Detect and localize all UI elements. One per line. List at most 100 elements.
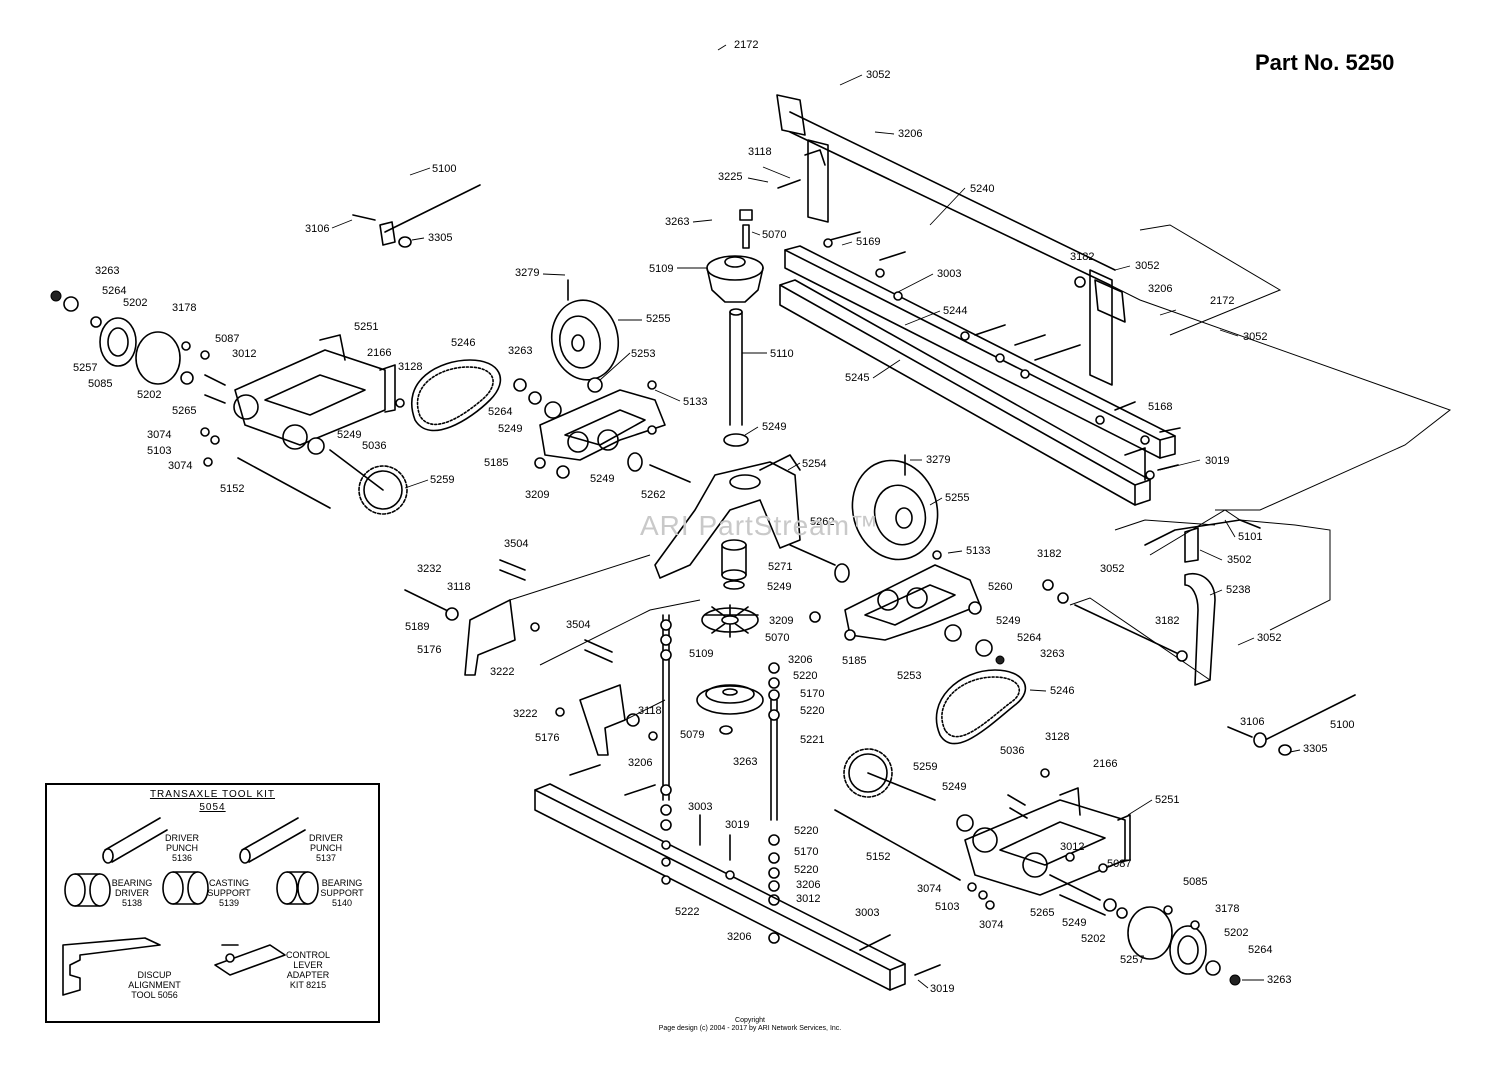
callout-5265: 5265 (172, 405, 196, 417)
callout-5253: 5253 (897, 670, 921, 682)
threaded-rods-5221 (660, 614, 780, 906)
transaxle-tool-kit-box: TRANSAXLE TOOL KIT 5054 DRIVER PUNCH 513… (45, 783, 380, 1023)
callout-5246: 5246 (1050, 685, 1074, 697)
callout-5085: 5085 (88, 378, 112, 390)
pulley-5109-lower (701, 604, 759, 638)
callout-5176: 5176 (535, 732, 559, 744)
label-driver-punch-5136: DRIVER PUNCH 5136 (164, 833, 199, 863)
callout-3263: 3263 (665, 216, 689, 228)
rod-5152-lower (834, 809, 961, 881)
callout-5220: 5220 (800, 705, 824, 717)
callout-3206: 3206 (898, 128, 922, 140)
callout-3263: 3263 (733, 756, 757, 768)
callout-3003: 3003 (937, 268, 961, 280)
callout-3209: 3209 (525, 489, 549, 501)
callout-5085: 5085 (1183, 876, 1207, 888)
callout-5249: 5249 (1062, 917, 1086, 929)
pulley-5079 (696, 684, 764, 735)
callout-5100: 5100 (1330, 719, 1354, 731)
callout-5222: 5222 (675, 906, 699, 918)
hardware-lower-right (956, 768, 1241, 986)
callout-3118: 3118 (748, 146, 772, 158)
callout-5087: 5087 (1107, 858, 1131, 870)
callout-5070: 5070 (762, 229, 786, 241)
pin-5070-upper (739, 209, 753, 249)
callout-5249: 5249 (996, 615, 1020, 627)
callout-3128: 3128 (398, 361, 422, 373)
callout-5264: 5264 (102, 285, 126, 297)
callout-5152: 5152 (220, 483, 244, 495)
callout-5170: 5170 (800, 688, 824, 700)
callout-5202: 5202 (123, 297, 147, 309)
callout-3206: 3206 (628, 757, 652, 769)
toolkit-title: TRANSAXLE TOOL KIT (149, 789, 276, 800)
callout-5245: 5245 (845, 372, 869, 384)
callout-5100: 5100 (432, 163, 456, 175)
connection-lines-right (1069, 224, 1452, 681)
callout-5265: 5265 (1030, 907, 1054, 919)
callout-5103: 5103 (147, 445, 171, 457)
frame-rail-5244 (784, 245, 1176, 459)
callout-5259: 5259 (430, 474, 454, 486)
callout-3106: 3106 (1240, 716, 1264, 728)
toolkit-illustrations (62, 817, 319, 996)
callout-3209: 3209 (769, 615, 793, 627)
callout-5249: 5249 (767, 581, 791, 593)
callout-5070: 5070 (765, 632, 789, 644)
callout-3232: 3232 (417, 563, 441, 575)
callout-3074: 3074 (147, 429, 171, 441)
callout-5087: 5087 (215, 333, 239, 345)
callout-3206: 3206 (796, 879, 820, 891)
callout-5220: 5220 (794, 825, 818, 837)
callout-5220: 5220 (794, 864, 818, 876)
part-number-title: Part No. 5250 (1255, 50, 1395, 75)
callout-3263: 3263 (1267, 974, 1291, 986)
hardware-right-middle (809, 550, 1005, 665)
callout-5101: 5101 (1238, 531, 1262, 543)
callout-5109: 5109 (649, 263, 673, 275)
copyright-notice: Copyright Page design (c) 2004 - 2017 by… (600, 1017, 900, 1033)
toolkit-number: 5054 (199, 802, 226, 813)
callout-5259: 5259 (913, 761, 937, 773)
callout-3003: 3003 (688, 801, 712, 813)
shaft-5110 (723, 308, 749, 447)
callout-5152: 5152 (866, 851, 890, 863)
callout-5249: 5249 (337, 429, 361, 441)
callout-5253: 5253 (631, 348, 655, 360)
callout-3019: 3019 (1205, 455, 1229, 467)
callout-3074: 3074 (979, 919, 1003, 931)
label-bearing-support: BEARING SUPPORT 5140 (320, 878, 364, 908)
callout-2166: 2166 (1093, 758, 1117, 770)
pulley-5255-upper (550, 279, 620, 381)
control-rod-5240 (776, 94, 1126, 386)
connection-lines-center (509, 554, 701, 721)
callout-3263: 3263 (95, 265, 119, 277)
callout-5257: 5257 (1120, 954, 1144, 966)
label-control-lever-adapter-kit: CONTROL LEVER ADAPTER KIT 8215 (285, 950, 330, 990)
callout-5257: 5257 (73, 362, 97, 374)
belt-5246-upper (411, 359, 502, 432)
callout-5244: 5244 (943, 305, 967, 317)
callout-3504: 3504 (504, 538, 528, 550)
lever-5238 (1184, 527, 1216, 686)
callout-5185: 5185 (484, 457, 508, 469)
callout-5036: 5036 (1000, 745, 1024, 757)
callout-5249: 5249 (762, 421, 786, 433)
callout-5255: 5255 (646, 313, 670, 325)
callout-3012: 3012 (232, 348, 256, 360)
callout-3305: 3305 (428, 232, 452, 244)
callout-5264: 5264 (1248, 944, 1272, 956)
label-discup-alignment-tool: DISCUP ALIGNMENT TOOL 5056 (128, 970, 181, 1000)
callout-3128: 3128 (1045, 731, 1069, 743)
copyright-line-2: Page design (c) 2004 - 2017 by ARI Netwo… (658, 1025, 842, 1032)
callout-5189: 5189 (405, 621, 429, 633)
callout-5079: 5079 (680, 729, 704, 741)
shaft-5262-upper (627, 452, 691, 483)
callout-2172: 2172 (1210, 295, 1234, 307)
callout-3206: 3206 (1148, 283, 1172, 295)
rod-5101 (1042, 519, 1261, 662)
callout-3106: 3106 (305, 223, 329, 235)
callout-5133: 5133 (966, 545, 990, 557)
callout-3178: 3178 (172, 302, 196, 314)
watermark: ARI PartStream™ (640, 510, 880, 541)
